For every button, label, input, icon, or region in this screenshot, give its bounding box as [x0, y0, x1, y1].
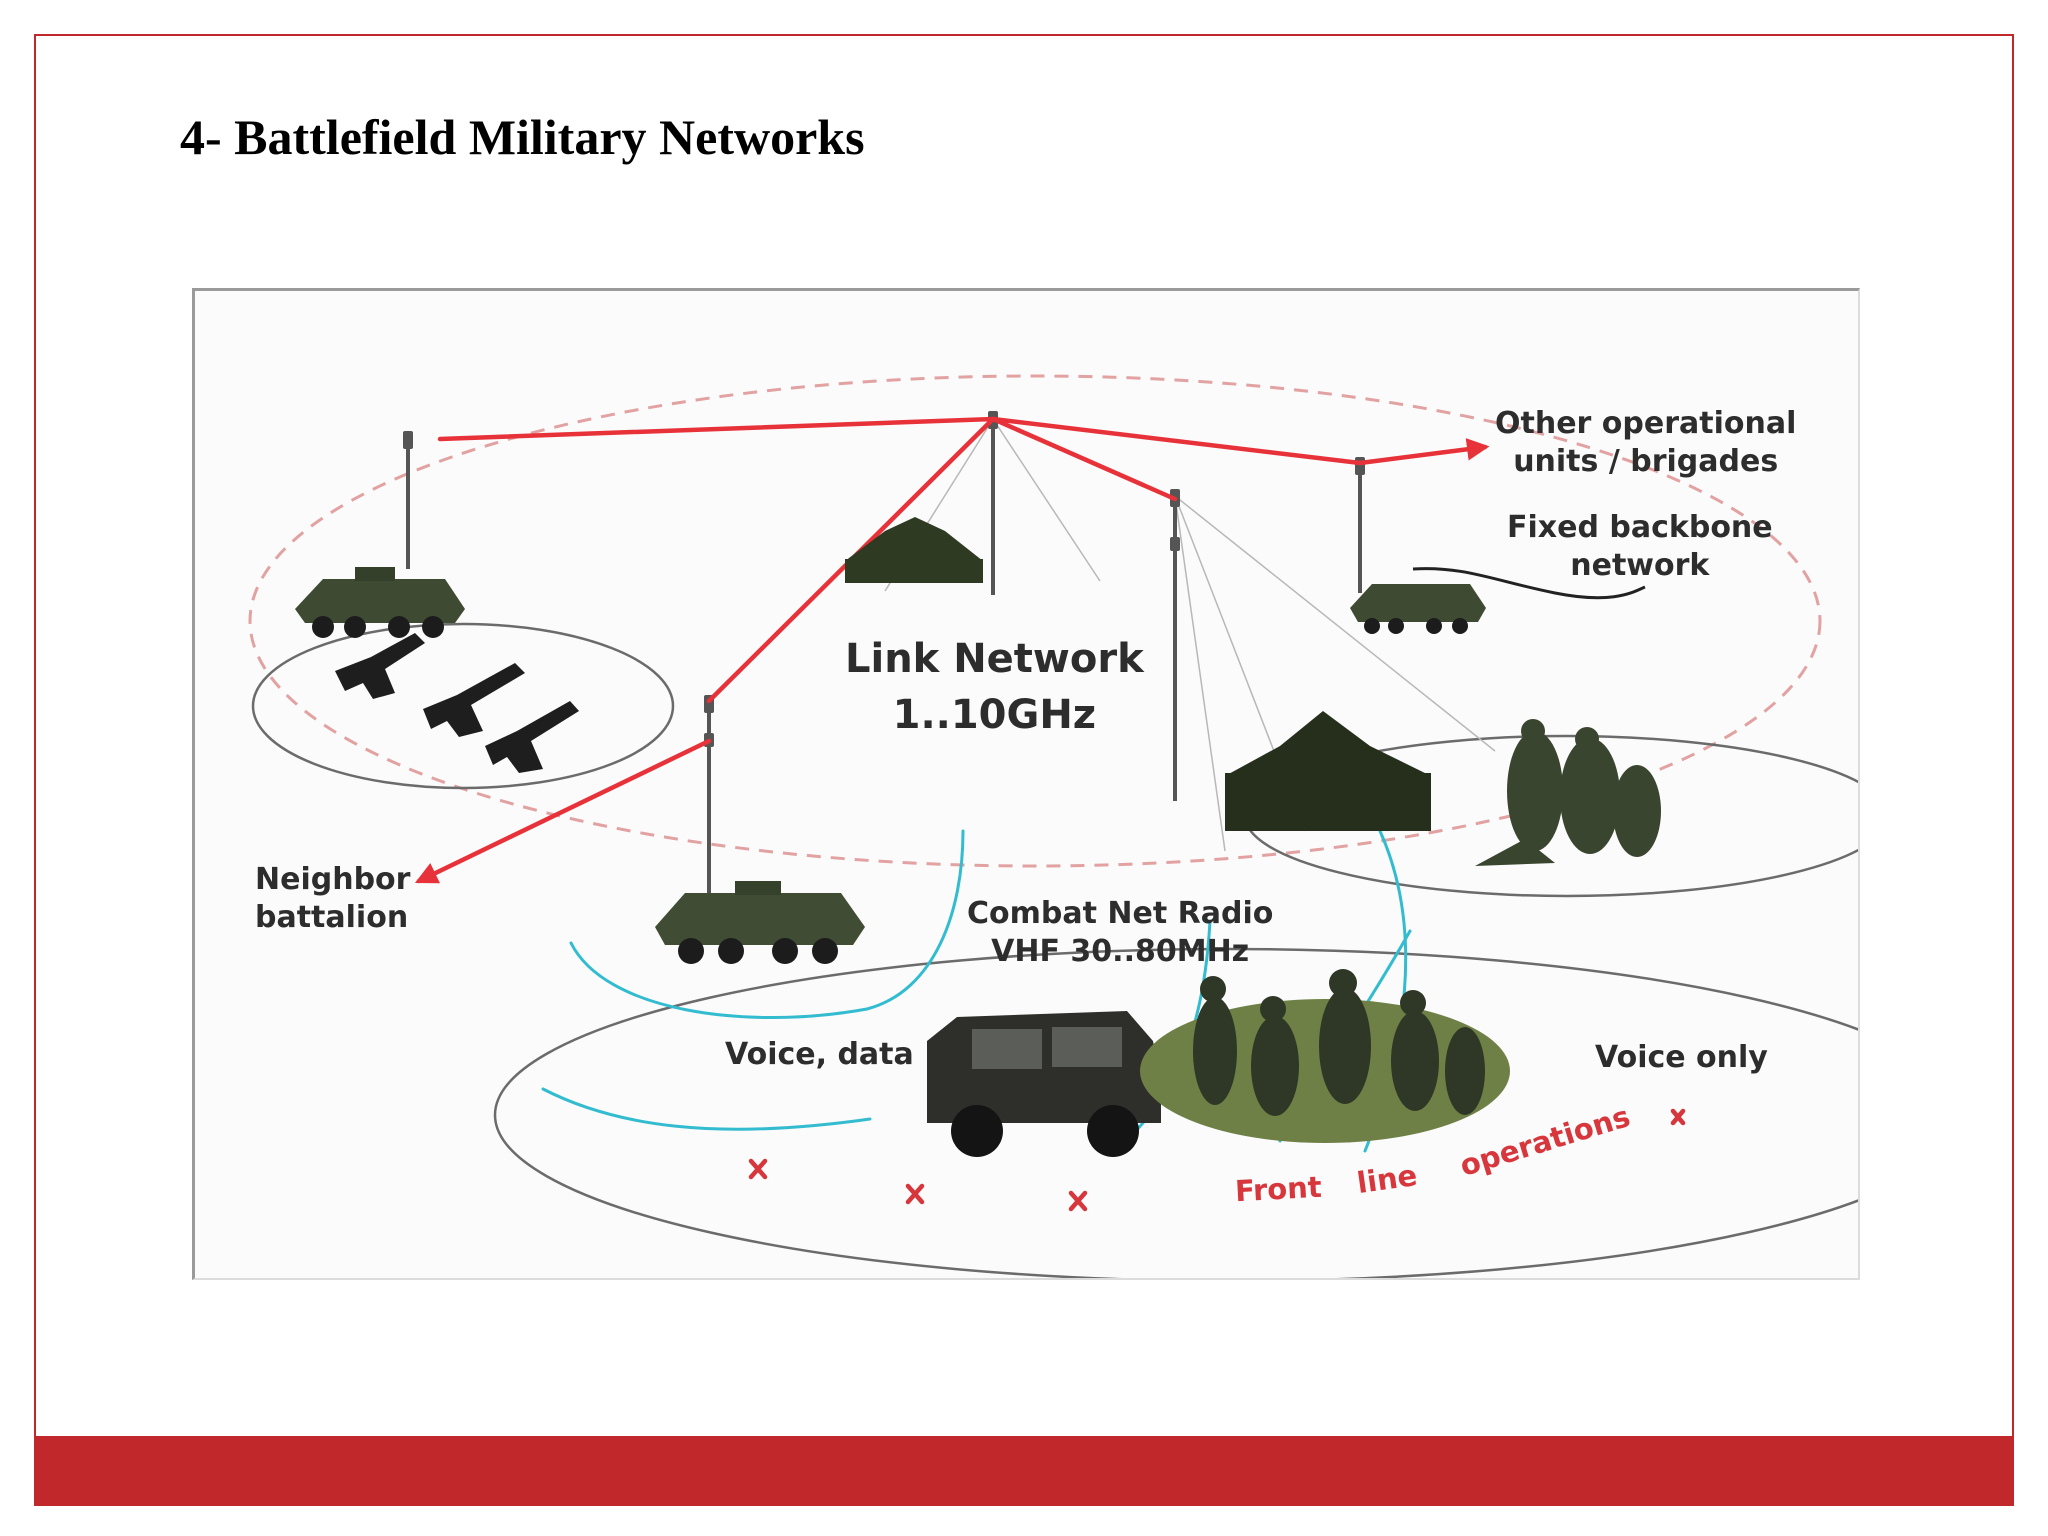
artillery-guns	[335, 633, 579, 773]
soldiers-field-group	[1140, 969, 1510, 1143]
network-diagram: Other operational units / brigades Fixed…	[192, 288, 1860, 1280]
fixed-backbone-cable	[1412, 567, 1646, 600]
armored-vehicle-left	[295, 567, 465, 638]
label-voice-only: Voice only	[1595, 1040, 1768, 1075]
soldiers-command-post	[1475, 719, 1661, 866]
label-link-network: Link Network 1..10GHz	[845, 636, 1144, 738]
slide-title: 4- Battlefield Military Networks	[180, 109, 865, 165]
x-marker	[748, 1158, 768, 1180]
tactical-jeep	[927, 1011, 1161, 1157]
artillery-group-ellipse	[251, 622, 675, 790]
tent-top	[845, 517, 983, 583]
label-fixed-backbone: Fixed backbone network	[1507, 510, 1773, 583]
x-marker	[1670, 1108, 1686, 1126]
x-marker	[1068, 1190, 1088, 1212]
x-marker	[905, 1183, 925, 1205]
label-front: Front	[1234, 1169, 1323, 1209]
combat-net-radio-ellipse	[493, 947, 1858, 1278]
mast-guy-wires	[884, 418, 1496, 852]
tent-large	[1225, 711, 1431, 831]
label-other-units: Other operational units / brigades	[1495, 406, 1797, 479]
label-voice-data: Voice, data	[725, 1037, 914, 1072]
label-combat-net-radio: Combat Net Radio VHF 30..80MHz	[967, 896, 1274, 969]
armored-vehicle-lower	[655, 881, 865, 964]
label-neighbor-battalion: Neighbor battalion	[255, 862, 411, 935]
diagram-graphics	[248, 374, 1858, 1278]
front-line-markers	[748, 1108, 1686, 1212]
armored-vehicle-right	[1350, 584, 1486, 634]
link-network-boundary	[248, 374, 1822, 868]
footer-bar	[34, 1436, 2014, 1506]
